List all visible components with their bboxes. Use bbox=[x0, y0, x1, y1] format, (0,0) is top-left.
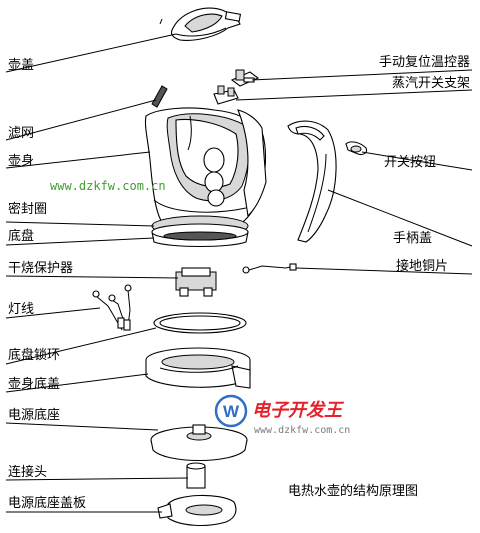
label-power-base-cover: 电源底座盖板 bbox=[8, 495, 86, 511]
site-logo: W 电子开发王 www.dzkfw.com.cn bbox=[214, 394, 350, 436]
label-seal-ring: 密封圈 bbox=[8, 201, 47, 217]
steam-bracket-drawing bbox=[213, 85, 239, 105]
label-power-base: 电源底座 bbox=[8, 407, 60, 423]
label-body: 壶身 bbox=[8, 153, 34, 169]
label-switch-button: 开关按钮 bbox=[384, 155, 436, 170]
diagram-caption: 电热水壶的结构原理图 bbox=[288, 483, 418, 499]
connector-drawing bbox=[186, 462, 206, 489]
label-dry-boil-protector: 干烧保护器 bbox=[8, 261, 73, 276]
label-handle-cover: 手柄盖 bbox=[393, 231, 432, 246]
label-connector: 连接头 bbox=[8, 464, 47, 480]
filter-drawing bbox=[151, 85, 168, 108]
base-lock-ring-drawing bbox=[153, 312, 247, 334]
body-bottom-cover-drawing bbox=[145, 347, 251, 389]
label-filter: 滤网 bbox=[8, 126, 34, 141]
label-steam-switch-bracket: 蒸汽开关支架 bbox=[392, 76, 470, 91]
leader-lines bbox=[5, 33, 473, 513]
lamp-wire-drawing bbox=[92, 284, 132, 331]
logo-letter: W bbox=[223, 402, 240, 421]
label-base-plate: 底盘 bbox=[8, 228, 34, 244]
switch-button-drawing bbox=[345, 141, 368, 156]
label-body-bottom-cover: 壶身底盖 bbox=[8, 376, 60, 392]
label-lid: 壶盖 bbox=[8, 58, 34, 73]
lid-drawing bbox=[159, 7, 242, 41]
ground-copper-drawing bbox=[242, 263, 297, 274]
logo-title: 电子开发王 bbox=[252, 400, 345, 421]
watermark-url: www.dzkfw.com.cn bbox=[50, 179, 166, 193]
power-base-cover-drawing bbox=[157, 494, 237, 527]
thermostat-drawing bbox=[230, 69, 260, 87]
dry-boil-protector-drawing bbox=[175, 267, 217, 297]
label-lamp-wire: 灯线 bbox=[8, 302, 34, 317]
label-ground-copper: 接地铜片 bbox=[396, 258, 448, 274]
kettle-body-drawing bbox=[144, 107, 267, 231]
logo-circle bbox=[214, 394, 248, 428]
label-thermostat: 手动复位温控器 bbox=[379, 55, 470, 70]
power-base-drawing bbox=[150, 424, 248, 461]
logo-url: www.dzkfw.com.cn bbox=[254, 425, 350, 436]
base-plate-drawing bbox=[151, 215, 249, 248]
label-base-lock-ring: 底盘锁环 bbox=[8, 347, 60, 363]
handle-cover-drawing bbox=[287, 120, 337, 243]
